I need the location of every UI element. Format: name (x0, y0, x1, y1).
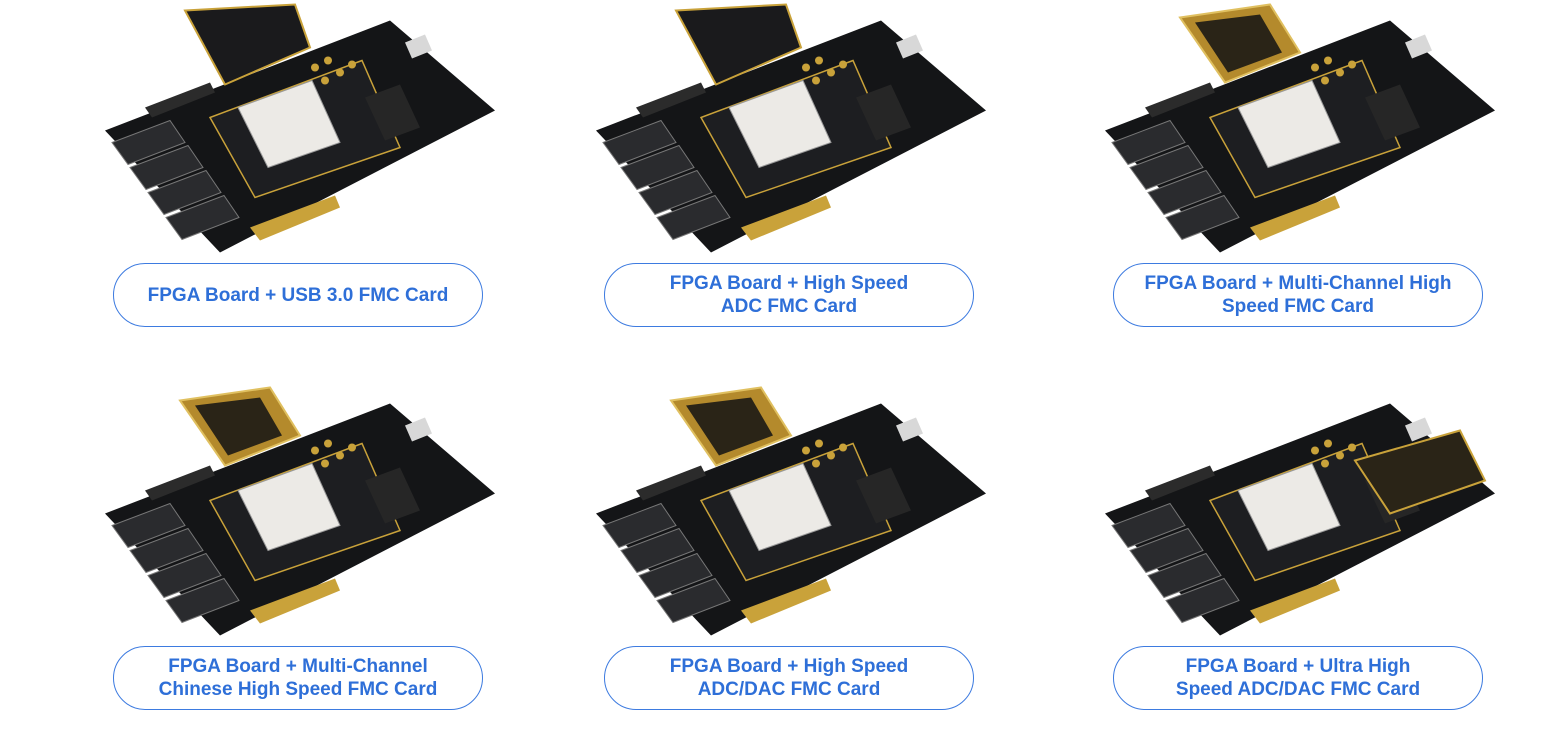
fpga-board-image (100, 0, 500, 255)
product-button-ultra-adc-dac-fmc[interactable]: FPGA Board + Ultra High Speed ADC/DAC FM… (1113, 646, 1483, 710)
button-label: FPGA Board + Ultra High Speed ADC/DAC FM… (1175, 656, 1421, 700)
product-card-3: FPGA Board + Multi-Channel High Speed FM… (1100, 0, 1500, 330)
product-card-1: FPGA Board + USB 3.0 FMC Card (100, 0, 500, 330)
product-card-5: FPGA Board + High Speed ADC/DAC FMC Card (591, 383, 991, 713)
fpga-board-image (100, 383, 500, 638)
button-label: FPGA Board + Multi-Channel High Speed FM… (1144, 273, 1452, 317)
button-label: FPGA Board + USB 3.0 FMC Card (147, 284, 449, 306)
product-button-chinese-multichannel-fmc[interactable]: FPGA Board + Multi-Channel Chinese High … (113, 646, 483, 710)
button-label: FPGA Board + Multi-Channel Chinese High … (158, 656, 438, 700)
product-card-2: FPGA Board + High Speed ADC FMC Card (591, 0, 991, 330)
fpga-board-image (591, 0, 991, 255)
product-button-adc-fmc[interactable]: FPGA Board + High Speed ADC FMC Card (604, 263, 974, 327)
product-card-6: FPGA Board + Ultra High Speed ADC/DAC FM… (1100, 383, 1500, 713)
product-button-usb3-fmc[interactable]: FPGA Board + USB 3.0 FMC Card (113, 263, 483, 327)
fpga-board-image (591, 383, 991, 638)
fpga-board-image (1100, 383, 1500, 638)
product-button-multichannel-fmc[interactable]: FPGA Board + Multi-Channel High Speed FM… (1113, 263, 1483, 327)
button-label: FPGA Board + High Speed ADC FMC Card (669, 273, 909, 317)
product-card-4: FPGA Board + Multi-Channel Chinese High … (100, 383, 500, 713)
button-label: FPGA Board + High Speed ADC/DAC FMC Card (669, 656, 909, 700)
product-button-adc-dac-fmc[interactable]: FPGA Board + High Speed ADC/DAC FMC Card (604, 646, 974, 710)
fpga-board-image (1100, 0, 1500, 255)
